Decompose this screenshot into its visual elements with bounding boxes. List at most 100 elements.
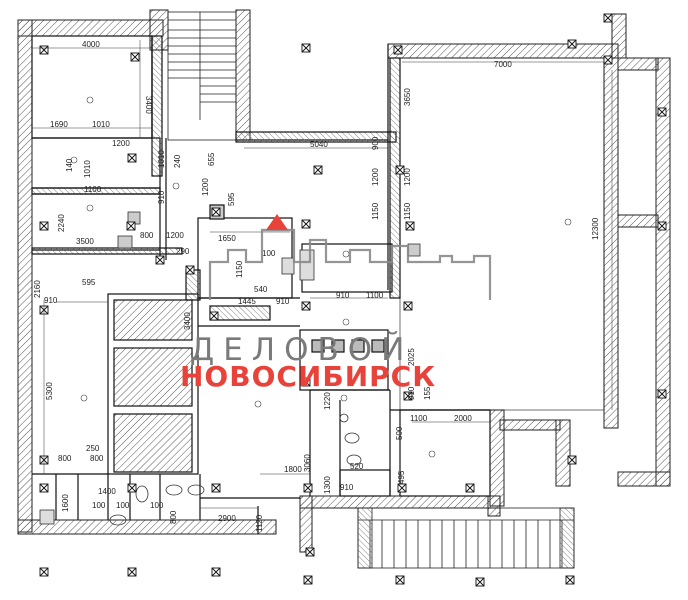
dim-3400: 3400: [144, 96, 153, 114]
fixtures: [39, 211, 421, 526]
column-marker: [303, 483, 313, 493]
dim-540: 540: [254, 285, 268, 294]
column-marker: [155, 255, 165, 265]
dim-800: 800: [140, 231, 154, 240]
room-number-circles: [70, 96, 572, 458]
dim-1650: 1650: [218, 234, 236, 243]
dim-1400: 1400: [98, 487, 116, 496]
dim-250: 250: [86, 444, 100, 453]
dim-1200: 1200: [112, 139, 130, 148]
column-marker: [39, 567, 49, 577]
column-marker: [657, 389, 667, 399]
column-marker: [303, 575, 313, 585]
column-marker: [39, 483, 49, 493]
dim-100: 100: [150, 501, 164, 510]
column-marker: [403, 301, 413, 311]
dim-1150: 1150: [235, 260, 244, 278]
staircase-bottom: [357, 507, 575, 569]
dim-5300: 5300: [45, 382, 54, 400]
dim-910: 910: [340, 483, 354, 492]
dim-3500: 3500: [76, 237, 94, 246]
dim-1200: 1200: [201, 178, 210, 196]
dim-1600: 1600: [61, 494, 70, 512]
column-marker: [211, 567, 221, 577]
dim-1100: 1100: [366, 291, 384, 300]
column-marker: [567, 455, 577, 465]
column-marker: [475, 577, 485, 587]
dim-5040: 5040: [310, 140, 328, 149]
dim-3060: 3060: [303, 454, 312, 472]
column-marker: [127, 153, 137, 163]
column-marker: [567, 39, 577, 49]
dim-800: 800: [169, 510, 178, 524]
column-marker: [301, 377, 311, 387]
column-marker: [405, 221, 415, 231]
dim-1010: 1010: [83, 160, 92, 178]
dimension-labels: 4000 3400 1690 1010 1200 140 1010 1100 2…: [33, 40, 600, 532]
column-marker: [603, 13, 613, 23]
dim-500: 500: [395, 426, 404, 440]
column-marker: [465, 483, 475, 493]
dim-155: 155: [423, 386, 432, 400]
dim-1010: 1010: [92, 120, 110, 129]
column-marker: [393, 45, 403, 55]
column-marker: [39, 221, 49, 231]
dim-910: 910: [44, 296, 58, 305]
dim-1445: 1445: [238, 297, 256, 306]
dim-910: 910: [276, 297, 290, 306]
column-marker: [211, 483, 221, 493]
column-marker: [403, 391, 413, 401]
column-marker: [395, 165, 405, 175]
column-marker: [211, 207, 221, 217]
dim-1300: 1300: [323, 476, 332, 494]
dim-1100: 1100: [410, 414, 428, 423]
column-marker: [395, 575, 405, 585]
column-marker: [657, 221, 667, 231]
dim-1800: 1800: [284, 465, 302, 474]
dim-595: 595: [227, 192, 236, 206]
dim-910: 910: [157, 190, 166, 204]
dim-2240: 2240: [57, 214, 66, 232]
column-marker: [209, 311, 219, 321]
building-logo: [208, 228, 492, 300]
dim-800: 800: [58, 454, 72, 463]
column-marker: [657, 107, 667, 117]
watermark-line1: ДЕЛОВОЙ: [190, 332, 413, 368]
dim-900: 900: [371, 136, 380, 150]
column-marker: [39, 45, 49, 55]
column-marker: [603, 55, 613, 65]
dim-910: 910: [407, 386, 416, 400]
dim-1150: 1150: [403, 202, 412, 220]
dim-1120: 1120: [255, 514, 264, 532]
dim-100: 100: [92, 501, 106, 510]
dim-4000: 4000: [82, 40, 100, 49]
column-marker: [305, 547, 315, 557]
dim-12300: 12300: [591, 217, 600, 240]
dim-2025: 2025: [407, 348, 416, 366]
dim-140: 140: [65, 158, 74, 172]
dim-1690: 1690: [50, 120, 68, 129]
column-marker: [397, 483, 407, 493]
column-marker: [301, 219, 311, 229]
dim-1220: 1220: [323, 392, 332, 410]
dim-240: 240: [173, 154, 182, 168]
column-marker: [565, 575, 575, 585]
column-marker: [301, 43, 311, 53]
dim-7000: 7000: [494, 60, 512, 69]
dim-100: 100: [262, 249, 276, 258]
column-marker: [126, 221, 136, 231]
dim-1200: 1200: [403, 168, 412, 186]
dim-1200: 1200: [166, 231, 184, 240]
dim-655: 655: [207, 152, 216, 166]
dim-910: 910: [336, 291, 350, 300]
column-marker: [301, 301, 311, 311]
dim-2160: 2160: [33, 280, 42, 298]
dim-1010: 1010: [157, 150, 166, 168]
dim-1150: 1150: [371, 202, 380, 220]
dim-3650: 3650: [403, 88, 412, 106]
column-marker: [313, 165, 323, 175]
dim-520: 520: [350, 462, 364, 471]
watermark-line2: НОВОСИБИРСК: [180, 360, 436, 393]
dim-595: 595: [82, 278, 96, 287]
